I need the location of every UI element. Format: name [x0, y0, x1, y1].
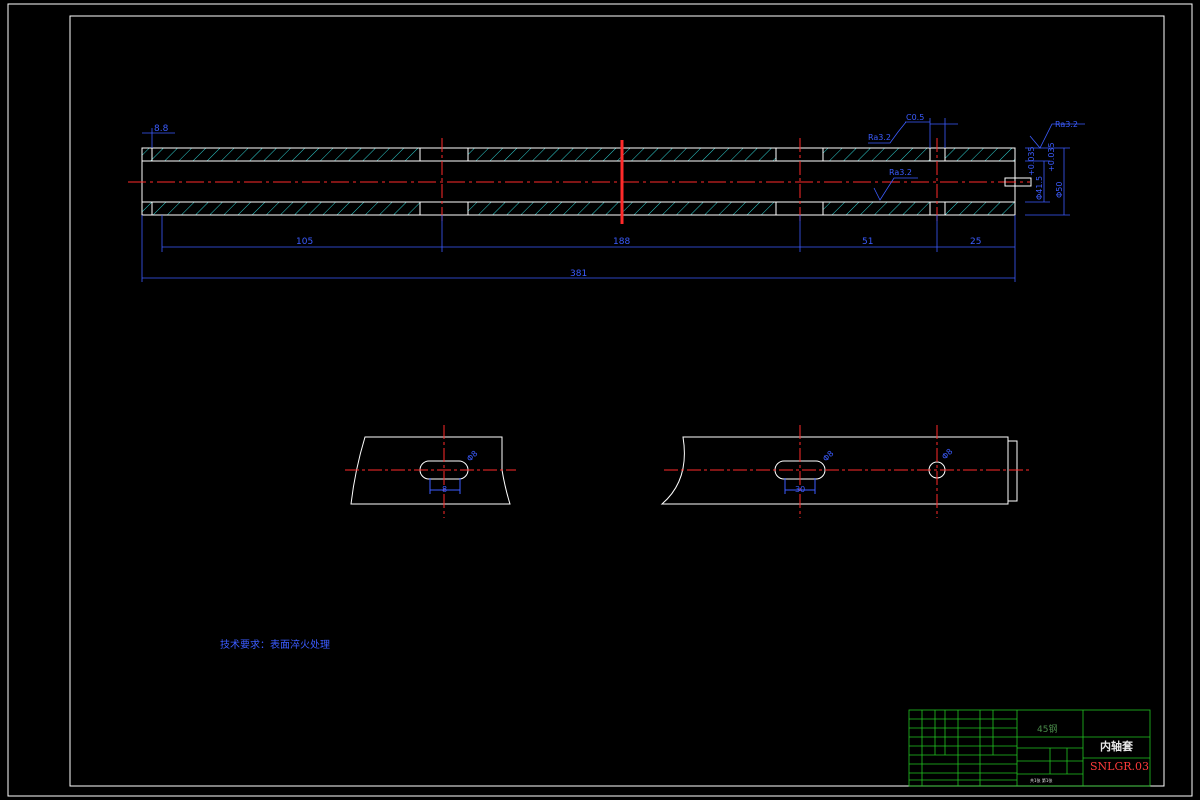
dim-seg3: 51: [862, 237, 873, 247]
dim-slot-width-right: 30: [795, 485, 805, 494]
wall-top-3: [822, 147, 931, 162]
detail-view-left: 8 Φ8: [345, 425, 516, 518]
dim-seg1: 105: [296, 237, 313, 247]
dim-tol-outer: +0.035: [1047, 142, 1056, 172]
wall-bottom-4: [944, 201, 1016, 216]
wall-bottom-1: [141, 201, 421, 216]
dim-dia-inner: Φ41.5: [1035, 176, 1044, 200]
slot-gap-top-1: [419, 147, 469, 162]
detail-view-right: 30 Φ8 Φ8: [660, 425, 1030, 518]
roughness-center: Ra3.2: [889, 168, 912, 177]
dim-tol-inner: +0.035: [1027, 146, 1036, 176]
title-block-sheet-note: 共1张 第1张: [1030, 777, 1052, 783]
dim-chamfer: C0.5: [906, 113, 924, 122]
main-section-view: 8.8 105 188 51 25 381 C0.5 Ra3.2 Ra3.2 R…: [128, 113, 1085, 282]
dim-total: 381: [570, 269, 587, 279]
dim-seg2: 188: [613, 237, 630, 247]
dim-hole-right: Φ8: [940, 447, 954, 461]
dim-hole-mid: Φ8: [821, 449, 835, 463]
title-block-drawing-code: SNLGR.03: [1090, 760, 1149, 773]
end-stub: [1004, 177, 1032, 187]
dim-hole-left: Φ8: [465, 449, 479, 463]
title-block-part-name: 内轴套: [1100, 739, 1134, 753]
roughness-right: Ra3.2: [1055, 120, 1078, 129]
dim-offset-small: 8.8: [154, 124, 169, 134]
slot-gap-bottom-1: [419, 201, 469, 216]
roughness-left: Ra3.2: [868, 133, 891, 142]
dim-slot-width-left: 8: [442, 485, 447, 494]
title-block: [908, 709, 1151, 787]
wall-top-1: [141, 147, 421, 162]
outer-frame: [7, 3, 1193, 797]
dimension-lines: [141, 118, 1085, 282]
wall-bottom-3: [822, 201, 931, 216]
wall-top-4: [944, 147, 1016, 162]
technical-requirements-note: 技术要求：表面淬火处理: [220, 638, 330, 651]
dim-seg4: 25: [970, 237, 981, 247]
title-block-material: 45钢: [1037, 723, 1057, 735]
dim-dia-outer: Φ50: [1055, 182, 1064, 198]
inner-frame: [69, 15, 1165, 787]
